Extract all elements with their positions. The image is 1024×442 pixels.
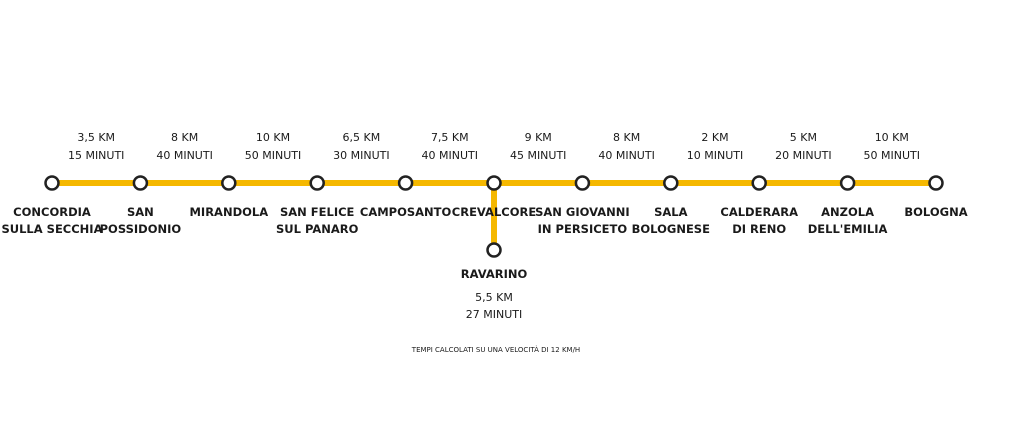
segment-distance-4: 6,5 KM	[343, 131, 381, 144]
stop-marker-6	[486, 175, 502, 191]
segment-distance-5: 7,5 KM	[431, 131, 469, 144]
stop-name-4-line-1: SAN FELICE	[280, 205, 355, 219]
route-stops	[44, 175, 944, 258]
branch-time: 27 MINUTI	[466, 308, 522, 321]
stop-name-1-line-2: SULLA SECCHIA	[1, 222, 102, 236]
segment-time-5: 40 MINUTI	[422, 149, 478, 162]
stop-marker-5	[397, 175, 414, 191]
stop-name-7-line-2: IN PERSICETO	[538, 222, 628, 236]
stop-name-8-line-1: SALA	[654, 205, 688, 219]
segment-time-2: 40 MINUTI	[156, 149, 212, 162]
segment-time-9: 20 MINUTI	[775, 149, 831, 162]
segment-time-8: 10 MINUTI	[687, 149, 743, 162]
segment-distance-10: 10 KM	[875, 131, 909, 144]
segment-time-10: 50 MINUTI	[864, 149, 920, 162]
stop-marker-2	[132, 175, 149, 191]
segment-distance-7: 8 KM	[613, 131, 640, 144]
route-lines	[52, 180, 936, 250]
stop-name-9-line-2: DI RENO	[732, 222, 786, 236]
branch-distance: 5,5 KM	[475, 291, 513, 304]
stop-marker-8	[663, 175, 679, 191]
stop-name-11-line-1: BOLOGNA	[904, 205, 967, 219]
stop-marker-1	[44, 175, 60, 191]
stop-name-10-line-2: DELL'EMILIA	[808, 222, 888, 236]
segment-distance-8: 2 KM	[701, 131, 728, 144]
stop-marker-3	[221, 175, 237, 191]
segment-distance-3: 10 KM	[256, 131, 290, 144]
stop-name-2-line-1: SAN	[127, 205, 154, 219]
stop-name-10-line-1: ANZOLA	[821, 205, 874, 219]
route-labels: 3,5 KM 15 MINUTI 8 KM 40 MINUTI 10 KM 50 MINU…	[1, 131, 967, 321]
stop-name-9-line-1: CALDERARA	[720, 205, 798, 219]
stop-marker-4	[309, 175, 325, 191]
stop-marker-9	[751, 175, 767, 191]
stop-marker-11	[928, 175, 944, 191]
stop-name-3-line-1: MIRANDOLA	[189, 205, 268, 219]
segment-time-6: 45 MINUTI	[510, 149, 566, 162]
stop-name-7-line-1: SAN GIOVANNI	[535, 205, 630, 219]
stop-name-5-line-1: CAMPOSANTO	[360, 205, 452, 219]
segment-distance-1: 3,5 KM	[77, 131, 115, 144]
stop-name-2-line-2: POSSIDONIO	[100, 222, 182, 236]
stop-marker-7	[574, 175, 591, 191]
stop-name-1-line-1: CONCORDIA	[13, 205, 91, 219]
branch-stop-name: RAVARINO	[461, 267, 528, 281]
segment-time-4: 30 MINUTI	[333, 149, 389, 162]
branch-stop-marker	[486, 242, 502, 258]
stop-marker-10	[839, 175, 856, 191]
segment-time-1: 15 MINUTI	[68, 149, 124, 162]
segment-distance-2: 8 KM	[171, 131, 198, 144]
speed-footnote: TEMPI CALCOLATI SU UNA VELOCITÀ DI 12 KM…	[411, 345, 580, 354]
segment-distance-6: 9 KM	[525, 131, 552, 144]
stop-name-8-line-2: BOLOGNESE	[632, 222, 710, 236]
segment-time-7: 40 MINUTI	[598, 149, 654, 162]
stop-name-6-line-1: CREVALCORE	[452, 205, 537, 219]
segment-time-3: 50 MINUTI	[245, 149, 301, 162]
segment-distance-9: 5 KM	[790, 131, 817, 144]
stop-name-4-line-2: SUL PANARO	[276, 222, 359, 236]
